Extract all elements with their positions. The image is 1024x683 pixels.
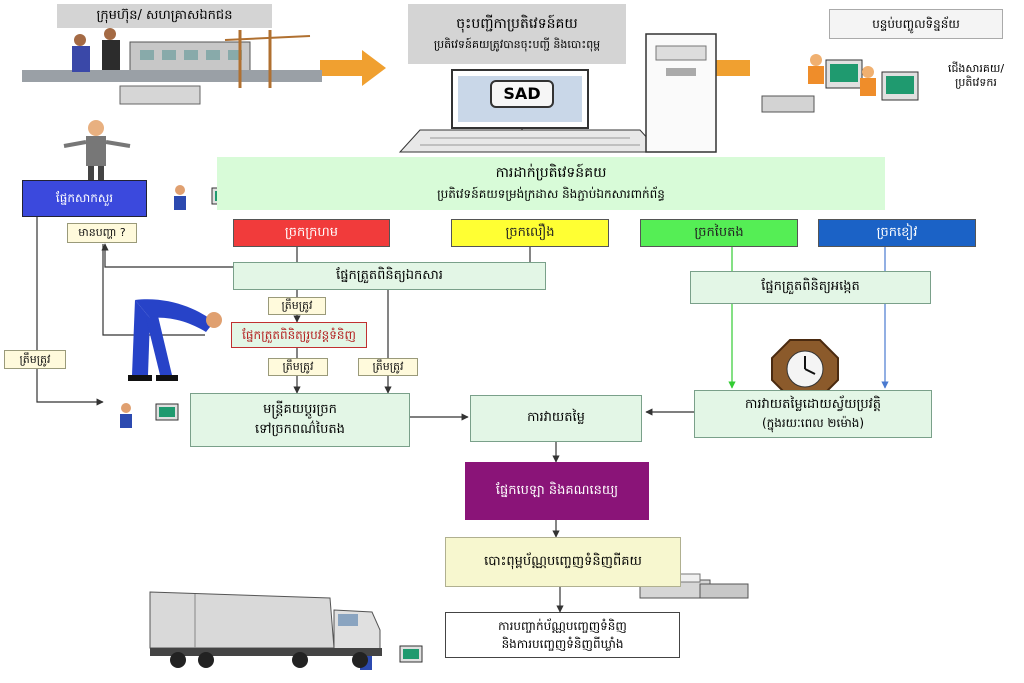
operator-figure-2 (120, 403, 179, 428)
ok-note-3: ត្រឹមត្រូវ (268, 358, 328, 376)
register-title: ចុះបញ្ជីកាប្រតិវេទន៍គយ (456, 16, 578, 33)
ok-note-1: ត្រឹមត្រូវ (268, 297, 326, 315)
clock-icon (771, 339, 839, 399)
auto-valuation-box: ការវាយតម្លៃដោយស្វ័យប្រវត្តិ (ក្នុងរយៈពេល… (694, 390, 932, 438)
bending-inspector-figure (128, 299, 222, 381)
register-panel: ចុះបញ្ជីកាប្រតិវេទន៍គយ ប្រតិវេទន៍គយត្រូវ… (408, 4, 626, 64)
truck-illustration (149, 591, 382, 668)
inquiry-box: ផ្នែកសាកសួរ (22, 180, 147, 217)
auto-valuation-subtitle: (ក្នុងរយៈពេល ២ម៉ោង) (761, 416, 865, 431)
inspector-figure (63, 120, 131, 182)
auto-valuation-title: ការវាយតម្លៃដោយស្វ័យប្រវត្តិ (745, 396, 881, 412)
document-check-box: ផ្នែកត្រួតពិនិត្យឯកសារ (233, 262, 546, 290)
question-note: មានបញ្ហា ? (67, 223, 137, 243)
exit-box: ការបញ្ចាក់ប័ណ្ណបញ្ចេញទំនិញ និងការបញ្ចេញទ… (445, 612, 680, 658)
officer-title: មន្ត្រីគយប្តូរច្រក (263, 402, 337, 418)
cashier-box: ផ្នែកបេឡា និងគណនេយ្យ (465, 462, 649, 520)
officer-subtitle: ទៅច្រកពណ៌បៃតង (255, 421, 345, 437)
submission-subtitle: ប្រតិវេទន៍គយទម្រង់ក្រដាស និងភ្ជាប់ឯកសារព… (437, 186, 665, 201)
submission-panel: ការដាក់ប្រតិវេទន៍គយ ប្រតិវេទន៍គយទម្រង់ក្… (217, 157, 885, 210)
valuation-box: ការវាយតម្លៃ (470, 395, 642, 442)
company-label: ក្រុមហ៊ុន/ សហគ្រាសឯកជន (57, 4, 272, 28)
factory-illustration (22, 28, 322, 105)
sad-label: SAD (490, 80, 554, 108)
submission-title: ការដាក់ប្រតិវេទន៍គយ (495, 165, 607, 182)
exit-line-1: ការបញ្ចាក់ប័ណ្ណបញ្ចេញទំនិញ (498, 618, 627, 633)
lane-blue: ច្រកខៀវ (818, 219, 976, 247)
lane-green: ច្រកបៃតង (640, 219, 798, 247)
orange-arrow-right (320, 50, 386, 86)
ok-note-4: ត្រឹមត្រូវ (358, 358, 418, 376)
risk-check-box: ផ្នែកត្រួតពិនិត្យអង្កេត (690, 271, 931, 304)
office-illustration (761, 54, 919, 113)
officer-box: មន្ត្រីគយប្តូរច្រក ទៅច្រកពណ៌បៃតង (190, 393, 410, 447)
physical-check-box: ផ្នែកត្រួតពិនិត្យរូបវន្តទំនិញ (231, 322, 367, 348)
data-entry-label: បន្ទប់បញ្ចូលទិន្នន័យ (829, 9, 1003, 39)
exit-line-2: និងការបញ្ចេញទំនិញពីឃ្លាំង (501, 636, 624, 651)
computer-illustration (398, 33, 717, 153)
release-box: បោះពុម្ពប័ណ្ណបញ្ចេញទំនិញពីគយ (445, 537, 681, 587)
ok-note-2: ត្រឹមត្រូវ (4, 350, 66, 369)
broker-label: ជើងសារគយ/ ប្រតិវេទករ (947, 62, 1005, 89)
lane-red: ច្រកក្រហម (233, 219, 390, 247)
lane-yellow: ច្រកលឿង (451, 219, 609, 247)
register-subtitle: ប្រតិវេទន៍គយត្រូវបានចុះបញ្ជី និងបោះពុម្ព (433, 37, 601, 51)
